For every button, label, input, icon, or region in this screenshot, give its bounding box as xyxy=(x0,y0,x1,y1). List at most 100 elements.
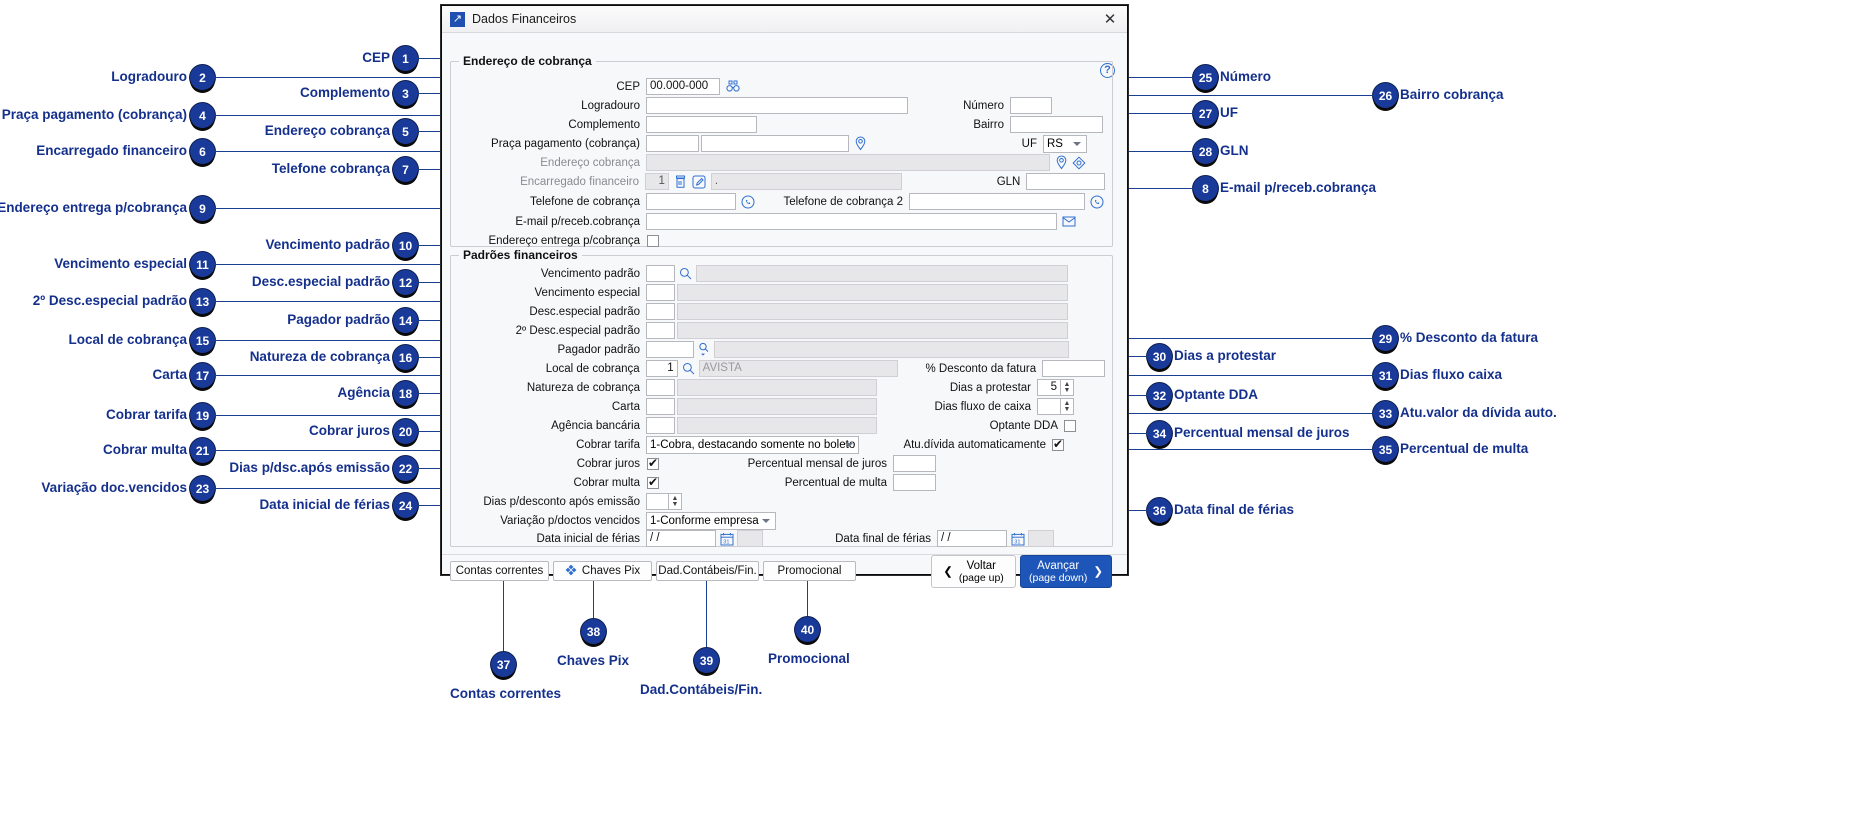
copy-icon[interactable] xyxy=(674,175,687,189)
vencimento-especial-code-input[interactable] xyxy=(646,284,675,301)
callout-badge-27: 27 xyxy=(1193,101,1218,126)
callout-badge-7: 7 xyxy=(393,157,418,182)
data-inicial-ferias-label: Data inicial de férias xyxy=(536,532,640,545)
agencia-bancaria-input xyxy=(677,417,877,434)
logradouro-input[interactable] xyxy=(646,97,908,114)
binoculars-icon[interactable] xyxy=(726,80,740,93)
callout-label-33: Atu.valor da dívida auto. xyxy=(1400,405,1557,420)
numero-input[interactable] xyxy=(1010,97,1052,114)
callout-label-35: Percentual de multa xyxy=(1400,441,1529,456)
mail-send-icon[interactable] xyxy=(1062,215,1076,228)
telefone-cobranca-input[interactable] xyxy=(646,193,736,210)
natureza-cobranca-input xyxy=(677,379,877,396)
dad-contabeis-button[interactable]: Dad.Contábeis/Fin. xyxy=(656,561,759,581)
callout-label-6: Encarregado financeiro xyxy=(36,143,187,158)
callout-label-21: Cobrar multa xyxy=(102,442,187,457)
bairro-input[interactable] xyxy=(1010,116,1103,133)
desc-especial-padrao2-label: 2º Desc.especial padrão xyxy=(515,324,640,337)
vencimento-padrao-label: Vencimento padrão xyxy=(540,267,640,280)
praca-pagamento-input[interactable] xyxy=(701,135,849,152)
map-pin-icon[interactable] xyxy=(1055,155,1068,170)
search-icon[interactable] xyxy=(682,362,695,375)
callout-badge-31: 31 xyxy=(1373,363,1398,388)
edit-icon[interactable] xyxy=(692,175,706,189)
whatsapp-icon[interactable] xyxy=(741,195,755,209)
row-logradouro: Logradouro Número xyxy=(450,97,1105,114)
praca-pagamento-code-input[interactable] xyxy=(646,135,699,152)
whatsapp-icon[interactable] xyxy=(1090,195,1104,209)
voltar-button[interactable]: ❮ Voltar (page up) xyxy=(931,555,1016,588)
diamond-target-icon[interactable] xyxy=(1072,155,1086,170)
calendar-icon[interactable]: 31 xyxy=(720,532,734,546)
complemento-input[interactable] xyxy=(646,116,757,133)
dias-desconto-input[interactable] xyxy=(646,493,669,510)
variacao-vencidos-label: Variação p/doctos vencidos xyxy=(500,514,640,527)
callout-badge-30: 30 xyxy=(1147,344,1172,369)
email-cobranca-input[interactable] xyxy=(646,213,1057,230)
callout-leader-2 xyxy=(213,77,636,78)
callout-badge-36: 36 xyxy=(1147,498,1172,523)
calendar-icon[interactable]: 31 xyxy=(1011,532,1025,546)
endereco-entrega-checkbox[interactable] xyxy=(647,234,659,247)
perc-desconto-fatura-input[interactable] xyxy=(1042,360,1105,377)
contas-correntes-button[interactable]: Contas correntes xyxy=(450,561,549,581)
callout-label-10: Vencimento padrão xyxy=(265,237,390,252)
cep-input[interactable]: 00.000-000 xyxy=(646,78,720,95)
gln-input[interactable] xyxy=(1026,173,1105,190)
telefone-cobranca2-input[interactable] xyxy=(909,193,1085,210)
dias-protestar-input[interactable]: 5 xyxy=(1037,379,1061,396)
cobrar-tarifa-select[interactable]: 1-Cobra, destacando somente no boleto xyxy=(646,435,859,454)
callout-leader-6 xyxy=(213,151,636,152)
cobrar-multa-checkbox[interactable] xyxy=(647,475,659,489)
data-final-ferias-input[interactable]: / / xyxy=(937,530,1007,547)
perc-mensal-juros-input[interactable] xyxy=(893,455,936,472)
row-cobrar-juros: Cobrar juros Percentual mensal de juros xyxy=(450,455,1105,472)
row-desc-especial-padrao2: 2º Desc.especial padrão xyxy=(450,322,1105,339)
vencimento-padrao-code-input[interactable] xyxy=(646,265,675,282)
callout-label-31: Dias fluxo caixa xyxy=(1400,367,1503,382)
dias-fluxo-caixa-input[interactable] xyxy=(1037,398,1061,415)
atu-divida-checkbox[interactable] xyxy=(1052,437,1064,451)
data-inicial-ferias-input[interactable]: / / xyxy=(646,530,716,547)
uf-select[interactable]: RS xyxy=(1043,134,1087,153)
optante-dda-label: Optante DDA xyxy=(989,419,1058,432)
dias-protestar-stepper[interactable]: ▲▼ xyxy=(1061,379,1074,396)
search-dropdown-icon[interactable] xyxy=(698,342,710,357)
callout-badge-14: 14 xyxy=(393,308,418,333)
carta-code-input[interactable] xyxy=(646,398,675,415)
promocional-button[interactable]: Promocional xyxy=(763,561,856,581)
avancar-button[interactable]: Avançar (page down) ❯ xyxy=(1020,555,1112,588)
callout-label-12: Desc.especial padrão xyxy=(251,274,390,289)
chaves-pix-button[interactable]: Chaves Pix xyxy=(553,561,652,581)
dias-fluxo-caixa-stepper[interactable]: ▲▼ xyxy=(1061,398,1074,415)
search-icon[interactable] xyxy=(679,267,692,280)
cobrar-juros-checkbox[interactable] xyxy=(647,456,659,470)
data-final-ferias-extra xyxy=(1028,530,1054,547)
close-icon[interactable]: ✕ xyxy=(1103,11,1117,28)
callout-badge-22: 22 xyxy=(393,456,418,481)
callout-label-32: Optante DDA xyxy=(1174,387,1258,402)
dias-desconto-label: Dias p/desconto após emissão xyxy=(483,495,640,508)
agencia-bancaria-code-input[interactable] xyxy=(646,417,675,434)
desc-especial-padrao-code-input[interactable] xyxy=(646,303,675,320)
callout-label-8: E-mail p/receb.cobrança xyxy=(1220,180,1377,195)
callout-label-4: Praça pagamento (cobrança) xyxy=(1,107,187,122)
natureza-cobranca-code-input[interactable] xyxy=(646,379,675,396)
local-cobranca-code-input[interactable]: 1 xyxy=(645,360,678,377)
optante-dda-checkbox[interactable] xyxy=(1064,419,1076,432)
map-pin-icon[interactable] xyxy=(854,136,867,151)
callout-label-7: Telefone cobrança xyxy=(271,161,390,176)
callout-label-22: Dias p/dsc.após emissão xyxy=(229,460,390,475)
perc-multa-input[interactable] xyxy=(893,474,936,491)
callout-badge-21: 21 xyxy=(190,438,215,463)
dias-desconto-stepper[interactable]: ▲▼ xyxy=(669,493,682,510)
vencimento-padrao-input xyxy=(696,265,1068,282)
callout-badge-39: 39 xyxy=(694,648,719,673)
variacao-vencidos-select[interactable]: 1-Conforme empresa xyxy=(646,511,776,530)
callout-badge-1: 1 xyxy=(393,46,418,71)
desc-especial-padrao2-code-input[interactable] xyxy=(646,322,675,339)
pagador-padrao-code-input[interactable] xyxy=(646,341,694,358)
help-icon[interactable]: ? xyxy=(1100,63,1115,78)
callout-badge-16: 16 xyxy=(393,345,418,370)
pagador-padrao-label: Pagador padrão xyxy=(557,343,640,356)
